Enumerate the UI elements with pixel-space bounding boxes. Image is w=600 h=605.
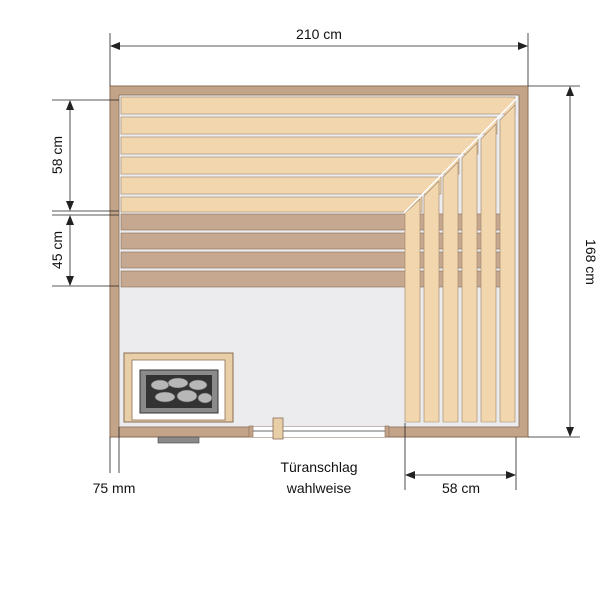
bench-slat	[499, 104, 516, 423]
bench-slat	[404, 198, 421, 423]
bench-corner-line	[403, 97, 518, 214]
bench-slat	[120, 136, 479, 155]
upper-bench	[120, 96, 516, 213]
door-frame-right	[384, 425, 390, 438]
dimension-arrows	[66, 42, 574, 479]
bench-slat	[120, 196, 423, 213]
dim-bench-lower: 45 cm	[49, 231, 65, 269]
door-label-line2: wahlweise	[286, 480, 352, 496]
dim-width-top: 210 cm	[296, 26, 342, 42]
dim-bench-upper: 58 cm	[49, 136, 65, 174]
door-label-line1: Türanschlag	[280, 459, 357, 475]
door-handle-icon	[272, 417, 284, 440]
bench-slat	[461, 142, 478, 423]
sauna-stove-icon	[123, 352, 234, 423]
bench-slat	[120, 96, 516, 115]
bench-slat	[120, 156, 460, 175]
dim-height-right: 168 cm	[583, 239, 599, 285]
bench-slat	[423, 180, 440, 423]
door-opening	[252, 427, 386, 437]
side-bench	[404, 104, 516, 423]
dim-wall-thickness: 75 mm	[93, 480, 136, 496]
dimension-lines	[52, 33, 580, 490]
bench-slat	[120, 116, 498, 135]
bench-slat	[442, 161, 459, 423]
bench-slat	[480, 123, 497, 423]
dim-bench-side: 58 cm	[442, 480, 480, 496]
bench-slat	[120, 176, 442, 195]
door-frame-left	[248, 425, 254, 438]
control-unit	[157, 436, 200, 444]
